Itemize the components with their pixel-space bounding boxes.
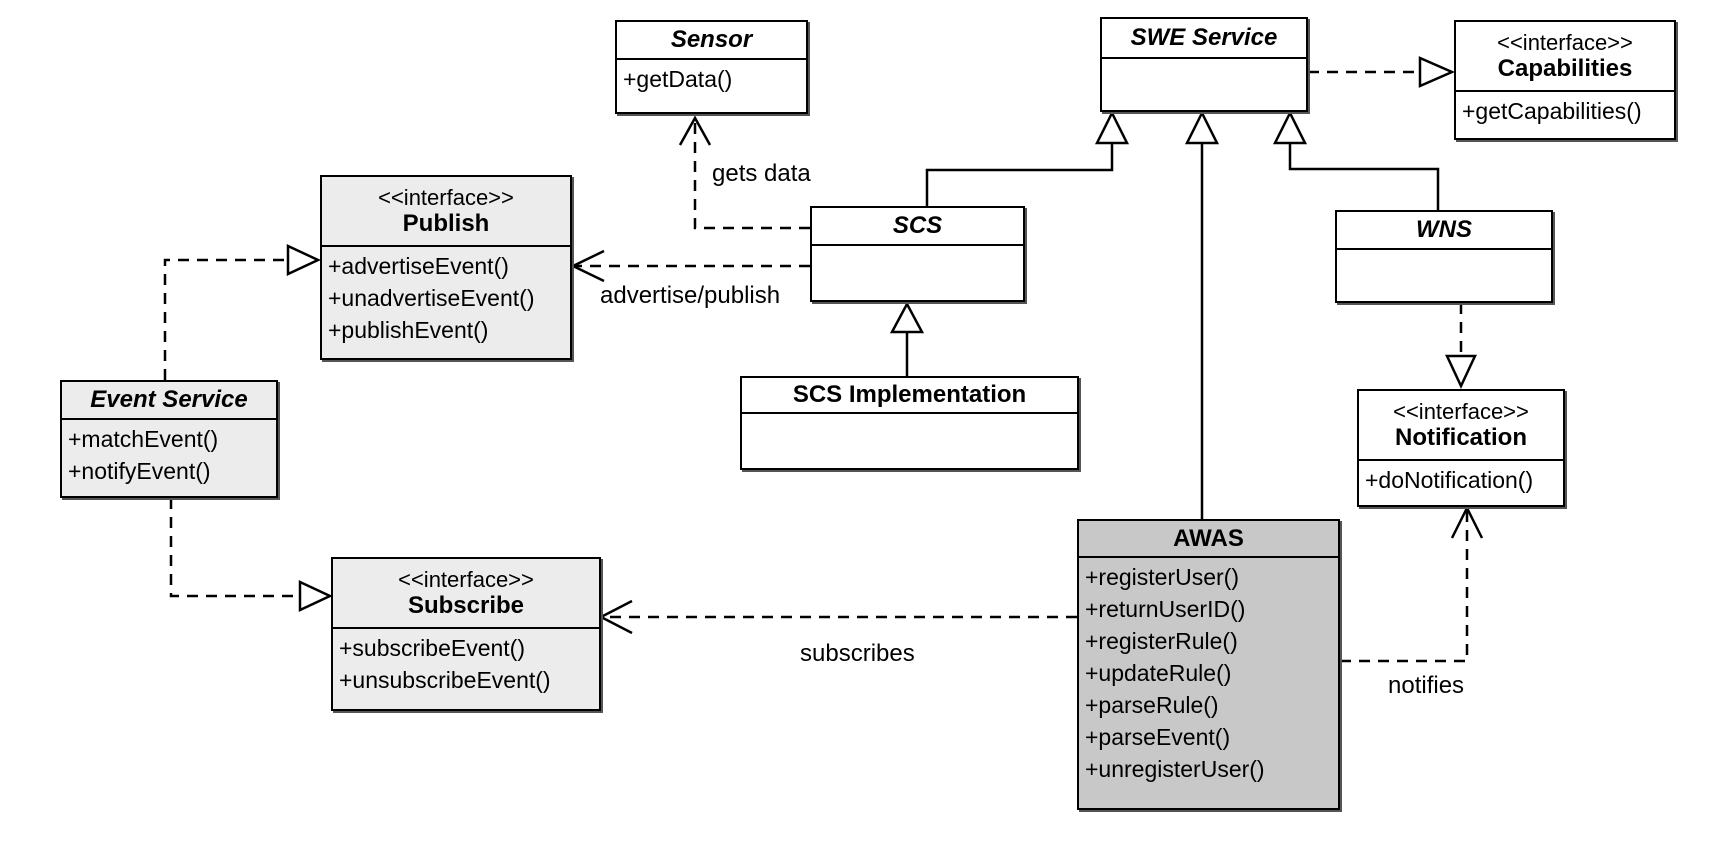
- open-arrowhead-sensor: [678, 115, 712, 146]
- realization-eventservice-publish: [163, 258, 288, 380]
- hollow-triangle-publish: [286, 244, 321, 276]
- generalization-scs-swe: [925, 143, 1114, 206]
- class-header: Event Service: [62, 382, 276, 420]
- operation: +updateRule(): [1085, 660, 1232, 686]
- hollow-triangle-scs: [889, 301, 925, 334]
- dependency-awas-notification: [1340, 510, 1469, 663]
- operation: +registerRule(): [1085, 628, 1238, 654]
- hollow-triangle-swe-left: [1094, 110, 1130, 145]
- stereotype: <<interface>>: [1393, 398, 1529, 424]
- open-arrowhead-notification: [1450, 505, 1484, 539]
- operations: +getCapabilities(): [1456, 92, 1674, 127]
- hollow-triangle-capabilities: [1418, 56, 1456, 88]
- class-header: <<interface>> Subscribe: [333, 559, 599, 629]
- hollow-triangle-subscribe: [298, 580, 333, 612]
- operations: +registerUser() +returnUserID() +registe…: [1079, 558, 1338, 785]
- operation: +registerUser(): [1085, 564, 1240, 590]
- class-name: Sensor: [670, 26, 753, 53]
- operation: +subscribeEvent(): [339, 635, 525, 661]
- label-advertise-publish: advertise/publish: [600, 282, 781, 309]
- class-header: <<interface>> Publish: [322, 177, 570, 247]
- class-scs[interactable]: SCS: [810, 206, 1025, 302]
- operation: +getCapabilities(): [1462, 98, 1642, 124]
- operation: +doNotification(): [1365, 467, 1534, 493]
- class-notification[interactable]: <<interface>> Notification +doNotificati…: [1357, 389, 1565, 507]
- class-swe-service[interactable]: SWE Service: [1100, 17, 1308, 112]
- realization-eventservice-subscribe: [169, 498, 300, 598]
- operations: +doNotification(): [1359, 461, 1563, 496]
- operation: +advertiseEvent(): [328, 253, 509, 279]
- dependency-scs-sensor: [693, 122, 810, 230]
- class-header: SCS Implementation: [742, 378, 1077, 414]
- class-event-service[interactable]: Event Service +matchEvent() +notifyEvent…: [60, 380, 278, 498]
- class-name: Capabilities: [1497, 54, 1633, 82]
- class-header: AWAS: [1079, 521, 1338, 558]
- hollow-triangle-swe-center: [1184, 110, 1220, 145]
- label-notifies: notifies: [1388, 672, 1465, 699]
- operations: +matchEvent() +notifyEvent(): [62, 420, 276, 487]
- operation: +matchEvent(): [68, 426, 219, 452]
- operation: +getData(): [623, 66, 733, 92]
- class-name: SCS: [892, 212, 943, 239]
- operation: +returnUserID(): [1085, 596, 1246, 622]
- generalization-wns-swe: [1288, 143, 1440, 210]
- operation: +unadvertiseEvent(): [328, 285, 535, 311]
- class-publish[interactable]: <<interface>> Publish +advertiseEvent() …: [320, 175, 572, 360]
- class-name: AWAS: [1173, 524, 1244, 552]
- class-subscribe[interactable]: <<interface>> Subscribe +subscribeEvent(…: [331, 557, 601, 711]
- class-header: Sensor: [617, 22, 806, 60]
- class-name: Publish: [402, 209, 490, 237]
- class-capabilities[interactable]: <<interface>> Capabilities +getCapabilit…: [1454, 20, 1676, 140]
- hollow-triangle-notification: [1445, 354, 1477, 389]
- class-header: SCS: [812, 208, 1023, 246]
- class-header: <<interface>> Notification: [1359, 391, 1563, 461]
- operation: +unsubscribeEvent(): [339, 667, 551, 693]
- operations: +getData(): [617, 60, 806, 95]
- class-name: Subscribe: [407, 591, 525, 619]
- label-subscribes: subscribes: [800, 640, 915, 667]
- stereotype: <<interface>>: [398, 566, 534, 592]
- label-gets-data: gets data: [712, 160, 811, 187]
- class-header: WNS: [1337, 212, 1551, 250]
- class-wns[interactable]: WNS: [1335, 210, 1553, 303]
- class-awas[interactable]: AWAS +registerUser() +returnUserID() +re…: [1077, 519, 1340, 810]
- open-arrowhead-subscribe: [598, 599, 633, 635]
- stereotype: <<interface>>: [1497, 29, 1633, 55]
- class-sensor[interactable]: Sensor +getData(): [615, 20, 808, 114]
- class-scs-implementation[interactable]: SCS Implementation: [740, 376, 1079, 470]
- class-name: SCS Implementation: [792, 381, 1027, 408]
- class-name: Notification: [1395, 423, 1527, 451]
- class-name: Event Service: [90, 386, 248, 413]
- operation: +unregisterUser(): [1085, 756, 1265, 782]
- operations: +subscribeEvent() +unsubscribeEvent(): [333, 629, 599, 696]
- operations: +advertiseEvent() +unadvertiseEvent() +p…: [322, 247, 570, 346]
- operation: +notifyEvent(): [68, 458, 211, 484]
- class-name: SWE Service: [1130, 24, 1278, 51]
- class-header: SWE Service: [1102, 19, 1306, 59]
- operation: +parseRule(): [1085, 692, 1219, 718]
- operation: +parseEvent(): [1085, 724, 1231, 750]
- operation: +publishEvent(): [328, 317, 489, 343]
- open-arrowhead-publish: [570, 249, 605, 283]
- stereotype: <<interface>>: [378, 184, 514, 210]
- hollow-triangle-swe-right: [1272, 110, 1308, 145]
- class-name: WNS: [1416, 216, 1472, 243]
- class-header: <<interface>> Capabilities: [1456, 22, 1674, 92]
